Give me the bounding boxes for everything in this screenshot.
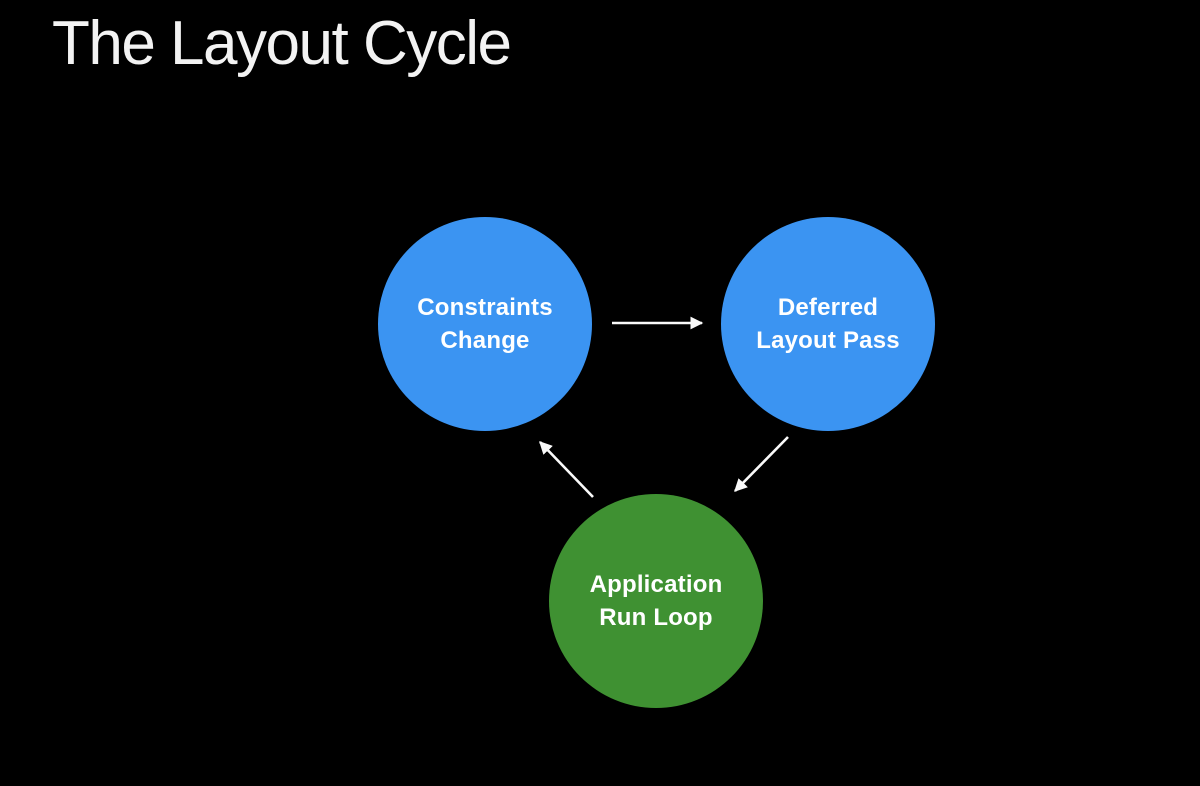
node-application-run-loop: Application Run Loop <box>549 494 763 708</box>
node-constraints-change: Constraints Change <box>378 217 592 431</box>
arrow-runloop-to-constraints <box>539 441 594 498</box>
arrow-deferred-to-runloop <box>734 436 789 492</box>
slide-title: The Layout Cycle <box>52 9 512 78</box>
node-deferred-layout-pass: Deferred Layout Pass <box>721 217 935 431</box>
node-deferred-layout-pass-label: Deferred Layout Pass <box>756 294 900 354</box>
node-constraints-change-label: Constraints Change <box>417 294 553 354</box>
node-application-run-loop-label: Application Run Loop <box>589 571 723 631</box>
